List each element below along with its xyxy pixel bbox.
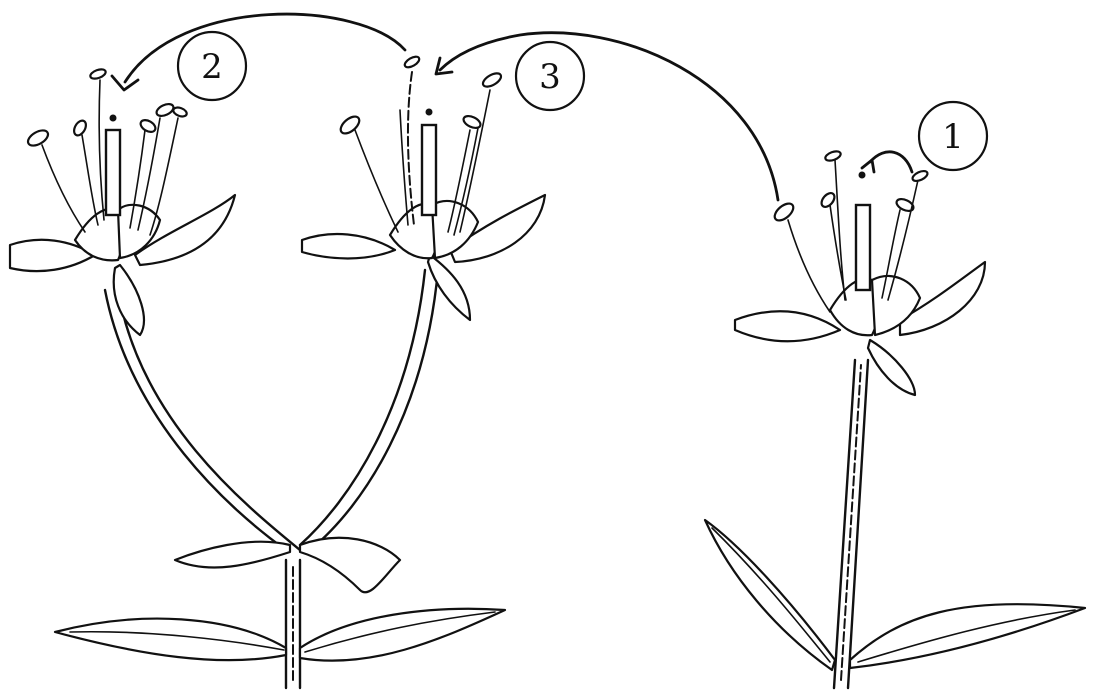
arrow-c-to-b	[440, 33, 778, 200]
flower-c-sepal-left	[735, 311, 840, 341]
left-bract-left	[175, 542, 290, 568]
flower-b-stamen-dashed	[408, 72, 414, 225]
callout-1: 1	[919, 102, 987, 170]
callout-2: 2	[178, 32, 246, 100]
flower-b-sepal-left	[302, 234, 395, 258]
flower-a-pistil	[106, 130, 120, 215]
callout-1-label: 1	[942, 117, 964, 157]
self-pollination-arrow	[870, 152, 912, 172]
flower-b-petal-low	[428, 255, 470, 320]
left-bract-right	[300, 538, 400, 593]
arrow-b-to-a	[125, 14, 405, 82]
flower-c-anther-launched	[772, 200, 797, 223]
right-leaf-left	[705, 520, 835, 670]
right-plant	[705, 150, 1085, 688]
callout-3-label: 3	[539, 57, 561, 97]
callout-3: 3	[516, 42, 584, 110]
flower-c-pistil	[856, 205, 870, 290]
left-leaf-left	[55, 619, 286, 661]
left-leaf-right	[300, 609, 505, 661]
flower-a-petal-low	[114, 265, 144, 335]
flower-a	[10, 68, 235, 335]
flower-c-petal-low	[868, 340, 915, 395]
callout-2-label: 2	[201, 47, 223, 87]
flower-b-pistil	[422, 125, 436, 215]
flower-c	[735, 150, 985, 395]
left-plant	[10, 55, 545, 688]
flower-a-stamen	[42, 145, 85, 232]
